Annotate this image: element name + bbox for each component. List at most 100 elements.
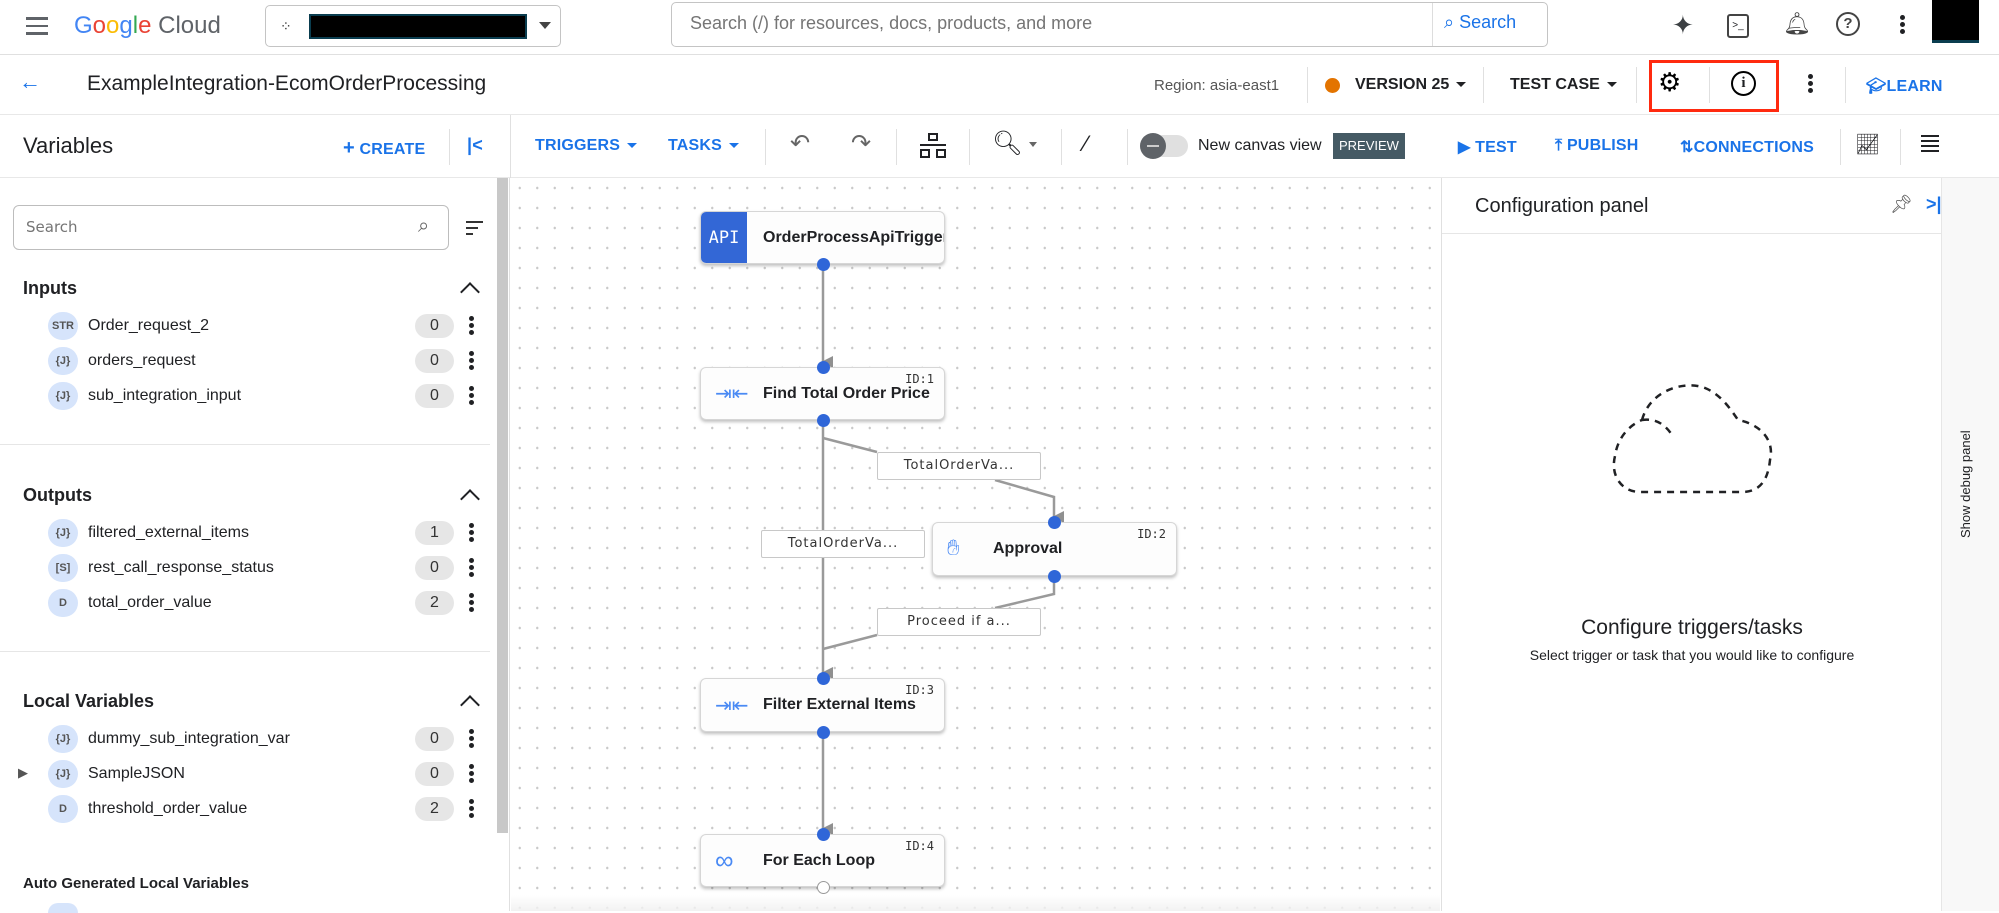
more-vert-icon[interactable] [468,314,474,338]
info-icon[interactable]: i [1731,71,1756,96]
more-vert-icon[interactable] [468,521,474,545]
variable-name: SampleJSON [88,765,185,782]
auto-layout-icon[interactable] [920,133,946,159]
node-port[interactable] [817,414,830,427]
collapse-right-icon[interactable]: >| [1926,194,1942,214]
tasks-dropdown[interactable]: TASKS [668,137,740,155]
edge-label[interactable]: TotalOrderVa... [761,530,925,558]
magic-wand-icon[interactable]: ⁄ [1084,131,1088,156]
node-port[interactable] [817,672,830,685]
chevron-up-icon[interactable] [460,695,480,715]
help-icon[interactable]: ? [1836,12,1860,36]
redo-icon[interactable]: ↷ [851,130,872,157]
settings-gear-icon[interactable]: ⚙ [1658,67,1682,97]
node-label: OrderProcessApiTrigger [763,228,945,246]
publish-button[interactable]: ⤒ PUBLISH [1555,137,1639,154]
data-mapping-icon: ⇥⇤ [715,695,749,717]
undo-icon[interactable]: ↶ [790,130,811,157]
avatar[interactable] [1932,0,1979,43]
variable-usage-count: 0 [415,314,454,338]
more-vert-icon[interactable] [1899,13,1905,37]
section-header: Inputs [23,278,77,298]
preview-badge: PREVIEW [1333,133,1405,159]
integration-canvas[interactable] [511,178,1440,911]
list-view-icon[interactable] [1921,135,1939,152]
pin-icon[interactable]: 📌︎ [1890,194,1913,214]
variable-usage-count: 0 [415,384,454,408]
task-node-find-total[interactable]: ⇥⇤ Find Total Order Price ID:1 [700,367,945,420]
more-vert-icon[interactable] [468,797,474,821]
section-header: Outputs [23,485,92,505]
expand-arrow-icon[interactable]: ▶ [18,765,28,780]
triggers-dropdown[interactable]: TRIGGERS [535,137,638,155]
section-header: Auto Generated Local Variables [23,875,249,892]
version-dropdown[interactable]: VERSION 25 [1355,76,1467,94]
gemini-sparkle-icon[interactable]: ✦ [1672,10,1694,40]
connections-icon: ⇅ [1680,139,1694,156]
test-button[interactable]: ▶︎ TEST [1458,139,1517,156]
chevron-up-icon[interactable] [460,489,480,509]
node-label: Filter External Items [763,696,916,713]
node-port-empty[interactable] [817,881,830,894]
connections-button[interactable]: ⇅CONNECTIONS [1680,139,1815,156]
analytics-icon[interactable]: 📈︎ [1855,134,1881,156]
edge-label[interactable]: Proceed if a... [877,608,1041,636]
new-canvas-toggle[interactable] [1140,133,1188,159]
trigger-node[interactable]: API OrderProcessApiTrigger [700,211,945,264]
task-node-filter[interactable]: ⇥⇤ Filter External Items ID:3 [700,678,945,732]
notifications-icon[interactable]: 🔔︎ [1783,11,1811,36]
node-port[interactable] [1048,570,1061,583]
show-debug-panel-label[interactable]: Show debug panel [1958,430,1973,538]
menu-icon[interactable] [26,17,48,35]
test-case-dropdown[interactable]: TEST CASE [1510,76,1617,94]
node-port[interactable] [817,828,830,841]
variable-type-badge-partial [48,903,78,913]
caret-down-icon [1606,82,1617,88]
more-vert-icon[interactable] [468,556,474,580]
cloud-shell-icon[interactable]: >_ [1727,14,1749,38]
more-vert-icon[interactable] [1807,72,1813,96]
chevron-up-icon[interactable] [460,282,480,302]
node-port[interactable] [1048,516,1061,529]
more-vert-icon[interactable] [468,349,474,373]
collapse-panel-icon[interactable]: |< [467,135,483,155]
version-status-dot [1325,78,1340,93]
more-vert-icon[interactable] [468,727,474,751]
global-search-input[interactable] [690,13,1420,34]
variable-search-input[interactable] [26,218,406,236]
variable-search-box[interactable]: ⌕ [13,205,449,250]
task-node-approval[interactable]: ✋︎ Approval ID:2 [932,522,1177,576]
api-icon: API [701,212,747,263]
sort-filter-icon[interactable] [466,221,483,235]
search-bar[interactable]: ⌕ Search [671,2,1548,47]
node-port[interactable] [817,258,830,271]
task-node-for-each[interactable]: ∞ For Each Loop ID:4 [700,834,945,887]
more-vert-icon[interactable] [468,591,474,615]
search-button[interactable]: ⌕ Search [1444,12,1517,32]
node-label: For Each Loop [763,851,875,869]
google-cloud-logo[interactable]: Google Cloud [74,12,221,39]
variables-scrollbar[interactable] [497,178,508,833]
learn-button[interactable]: 🎓︎LEARN [1866,78,1943,95]
create-variable-button[interactable]: + CREATE [343,137,426,159]
back-arrow-icon[interactable]: ← [19,69,41,94]
debug-panel-strip[interactable]: Show debug panel [1941,178,1999,911]
node-port[interactable] [817,726,830,739]
node-port[interactable] [817,361,830,374]
more-vert-icon[interactable] [468,384,474,408]
edge-label[interactable]: TotalOrderVa... [877,452,1041,480]
project-selector[interactable]: ⁘ [265,5,561,47]
zoom-in-icon[interactable]: 🔍︎ [992,129,1038,158]
more-vert-icon[interactable] [468,762,474,786]
variable-type-badge: {J} [48,725,78,753]
variable-usage-count: 0 [415,727,454,751]
